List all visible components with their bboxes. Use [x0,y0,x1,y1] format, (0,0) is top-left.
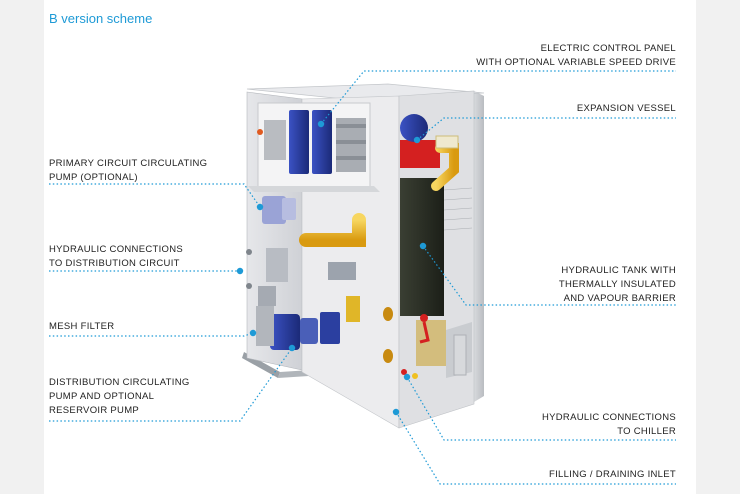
drive-unit-right [312,110,332,174]
unit-illustration [49,70,676,485]
leader-expansion-vessel [416,117,676,141]
leader-mesh-filter [49,332,254,337]
diagram-page: B version scheme [44,0,696,494]
leader-distribution-pump [49,347,293,422]
unit-side-wall [474,91,484,402]
label-expansion-vessel: EXPANSION VESSEL [576,103,676,114]
drive-unit-left [289,110,309,174]
label-hydraulic-chiller: HYDRAULIC CONNECTIONS TO CHILLER [541,412,676,437]
label-mesh-filter: MESH FILTER [49,321,115,332]
leader-chiller [406,376,676,441]
distribution-pipe [299,213,366,247]
distribution-pump [270,314,300,350]
leader-primary-pump [49,183,261,208]
expansion-vessel [400,114,428,142]
label-distribution-pump: DISTRIBUTION CIRCULATING PUMP AND OPTION… [49,377,190,416]
primary-pump [262,196,286,224]
label-filling-inlet: FILLING / DRAINING INLET [548,469,676,480]
page-title: B version scheme [49,11,153,26]
label-hydraulic-distribution: HYDRAULIC CONNECTIONS TO DISTRIBUTION CI… [49,244,184,269]
label-control-panel: ELECTRIC CONTROL PANEL WITH OPTIONAL VAR… [476,43,676,68]
leader-filling [395,411,676,485]
red-manifold [400,140,440,168]
label-primary-pump: PRIMARY CIRCUIT CIRCULATING PUMP (OPTION… [49,158,208,183]
leader-tank [422,245,676,306]
mesh-filter [258,286,276,306]
label-hydraulic-tank: HYDRAULIC TANK WITH THERMALLY INSULATED … [558,265,676,304]
